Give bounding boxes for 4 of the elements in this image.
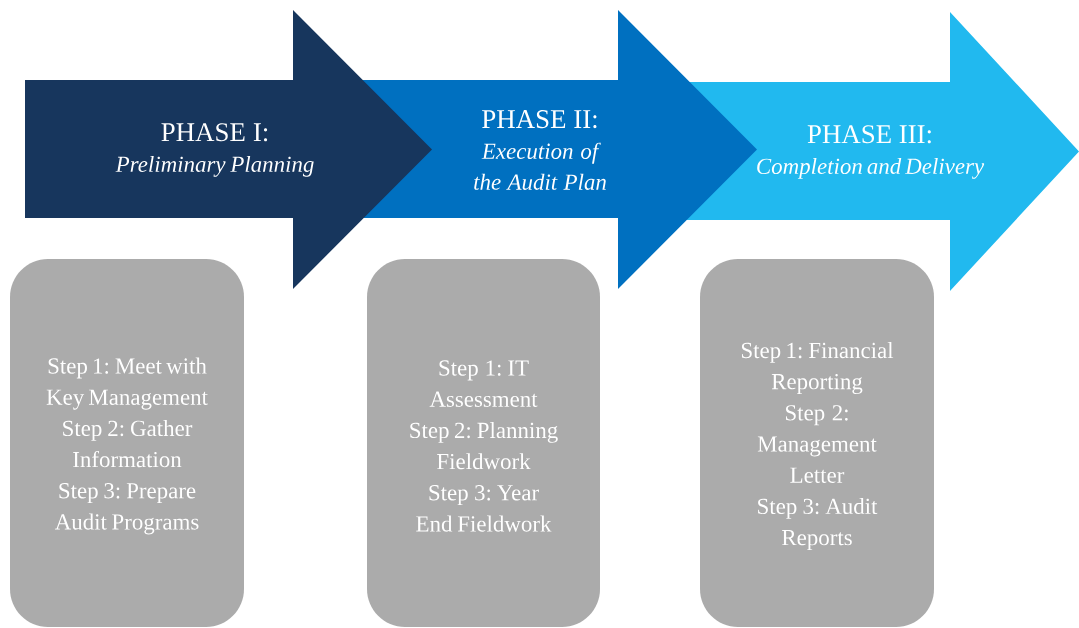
step-box: Step 1: Meet with Key Management Step 2: Gather Information Step 3: Prepare Audit Programs bbox=[10, 259, 244, 627]
step-box: Step 1: IT Assessment Step 2: Planning Fieldwork Step 3: Year End Fieldwork bbox=[367, 259, 600, 627]
step-box: Step 1: Financial Reporting Step 2: Management Letter Step 3: Audit Reports bbox=[700, 259, 934, 627]
phase-banner: PHASE I: Preliminary Planning bbox=[25, 10, 432, 289]
